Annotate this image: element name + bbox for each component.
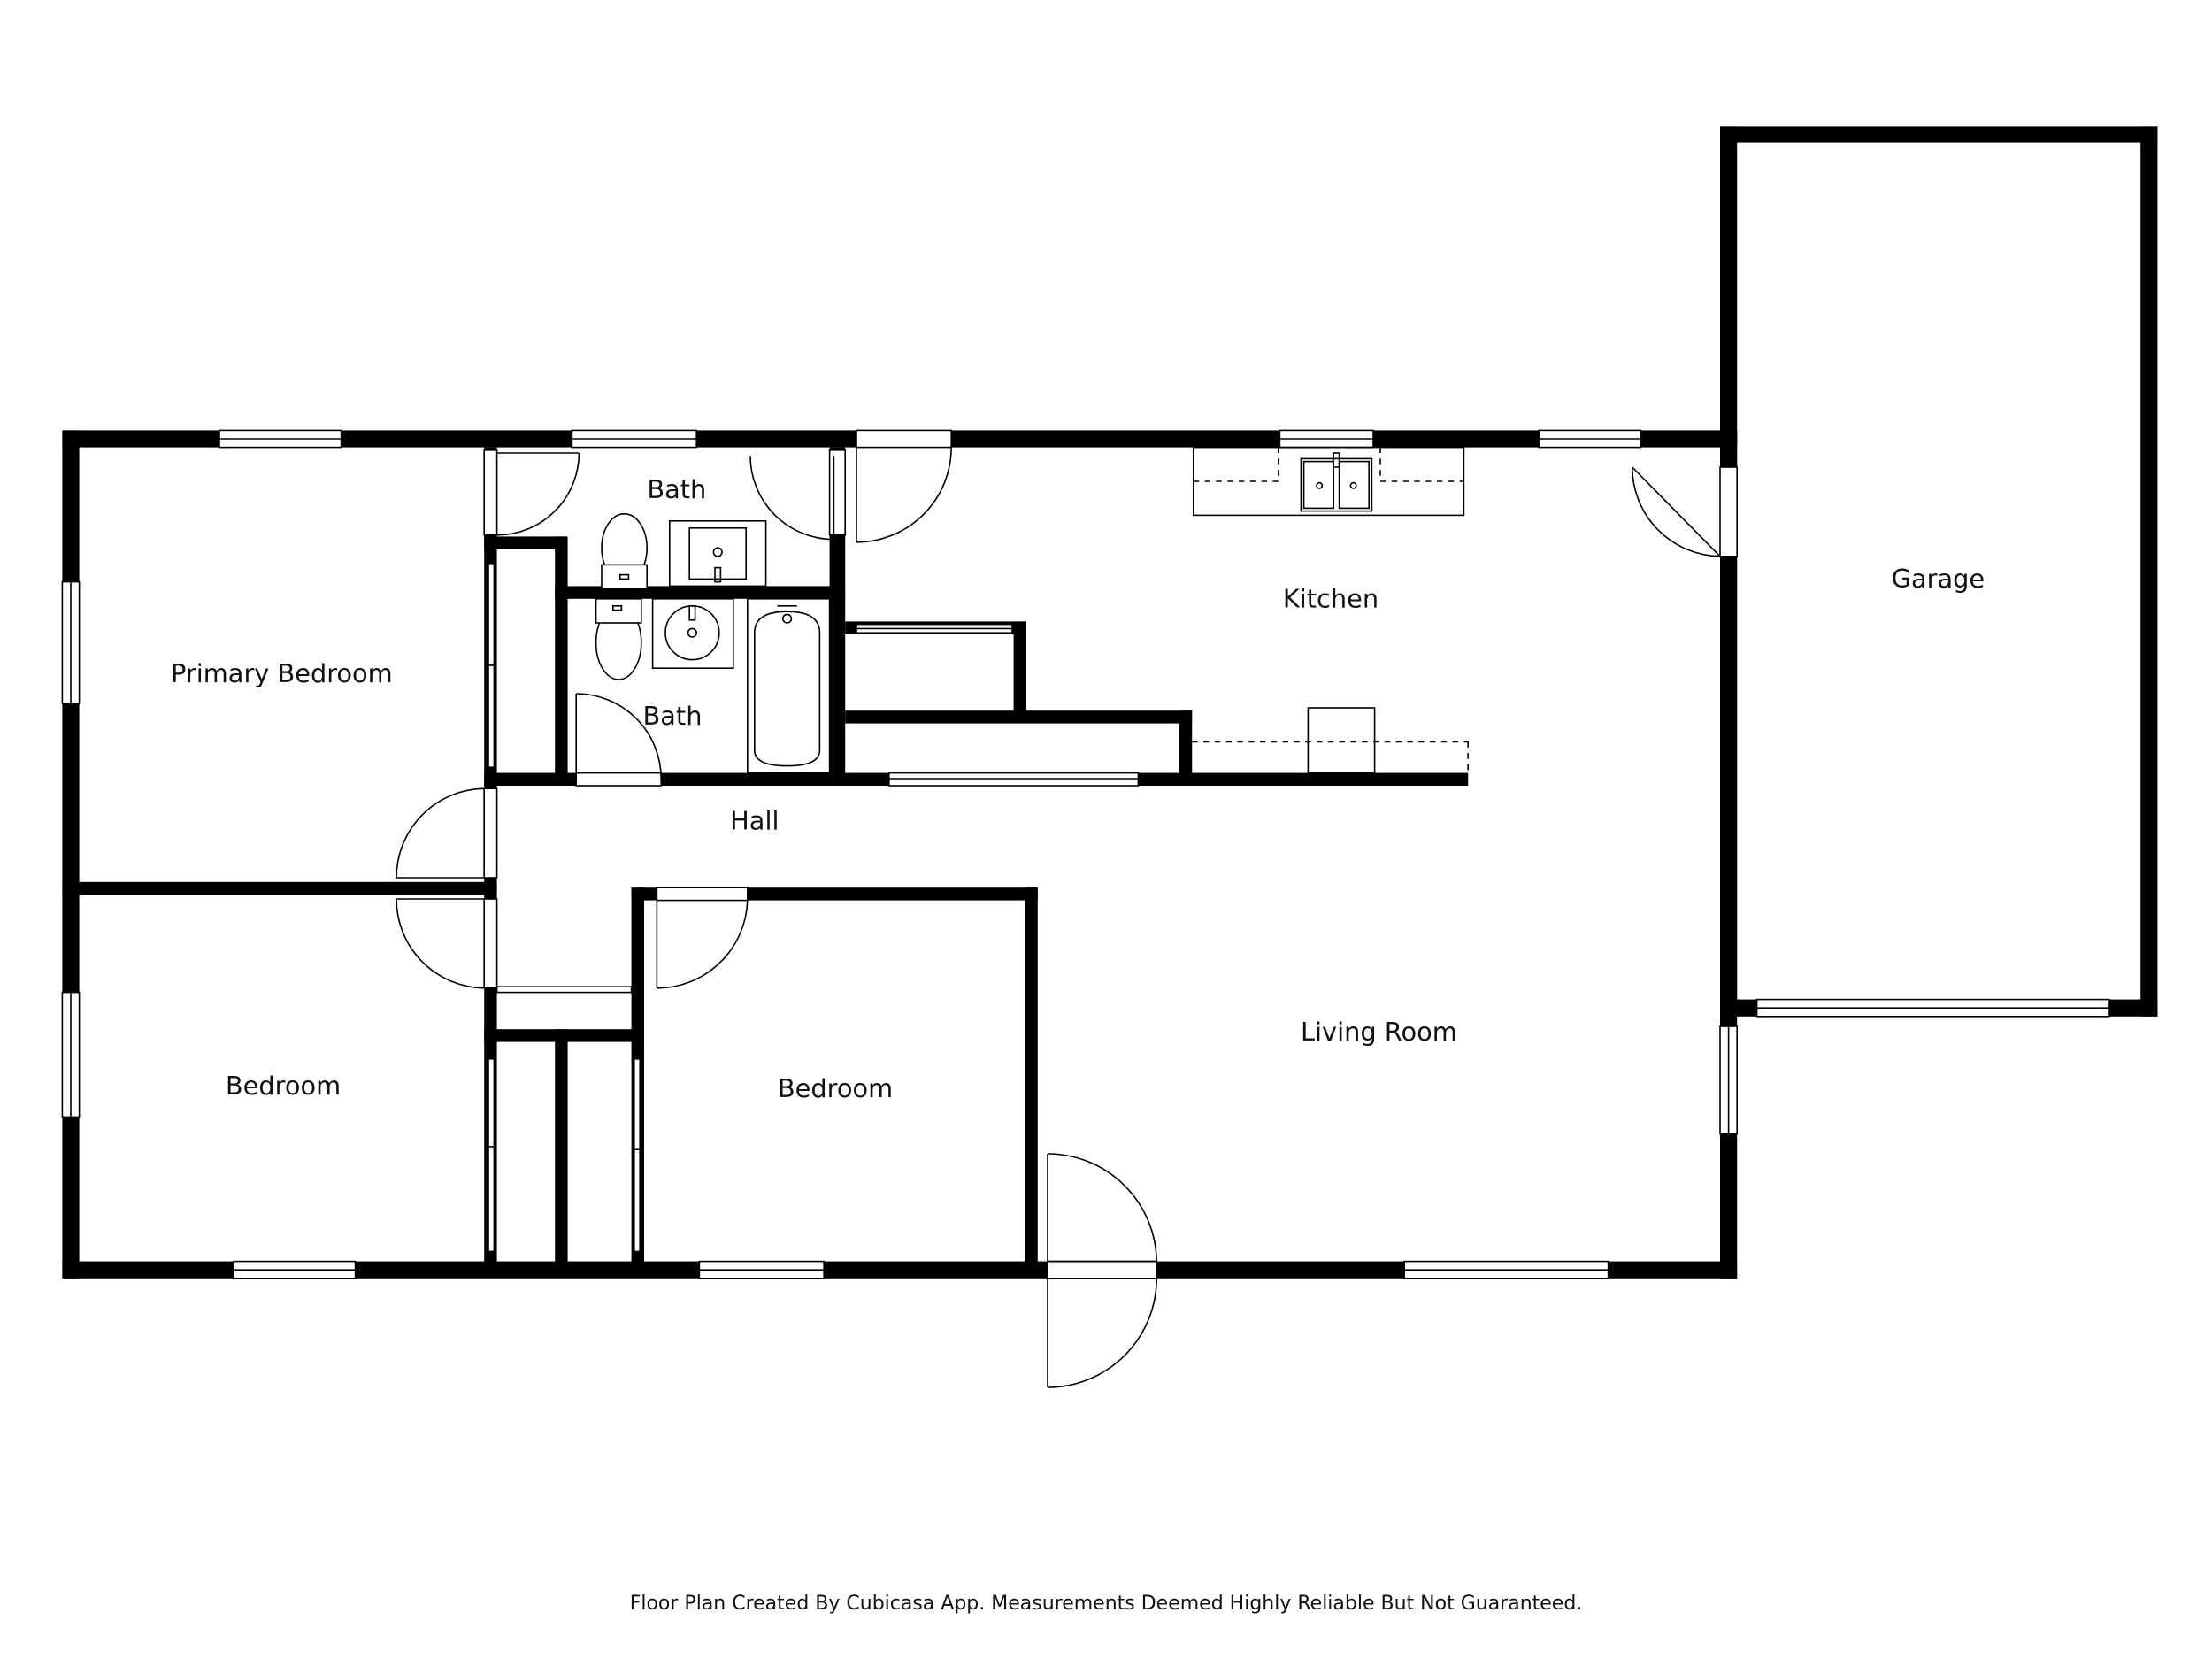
room-label-living-room: Living Room: [1301, 1017, 1457, 1047]
room-labels: Bath Bath Primary Bedroom Kitchen Garage…: [171, 474, 1985, 1103]
kitchen-counter: [1193, 446, 1465, 517]
room-label-bedroom-left: Bedroom: [226, 1071, 341, 1101]
toilet-icon: [595, 598, 642, 680]
room-label-bedroom-middle: Bedroom: [778, 1073, 893, 1103]
toilet-icon: [601, 513, 649, 590]
double-sink-icon: [1300, 452, 1373, 512]
fixtures: [595, 446, 1470, 774]
room-label-garage: Garage: [1892, 564, 1985, 594]
walls: [62, 126, 2158, 1279]
windows: [61, 429, 2110, 1279]
room-label-bath-top: Bath: [647, 474, 706, 504]
room-label-hall: Hall: [730, 806, 779, 836]
bathtub-icon: [747, 598, 831, 774]
disclaimer-footer: Floor Plan Created By Cubicasa App. Meas…: [629, 1593, 1583, 1615]
sliding-doors: [488, 563, 1140, 1253]
room-label-primary-bedroom: Primary Bedroom: [171, 658, 393, 688]
kitchen-island: [1192, 707, 1470, 774]
doors: [396, 429, 1739, 1388]
sink-icon: [669, 520, 767, 588]
room-label-bath-bottom: Bath: [643, 701, 703, 731]
sink-icon: [651, 598, 734, 670]
room-label-kitchen: Kitchen: [1283, 583, 1379, 613]
